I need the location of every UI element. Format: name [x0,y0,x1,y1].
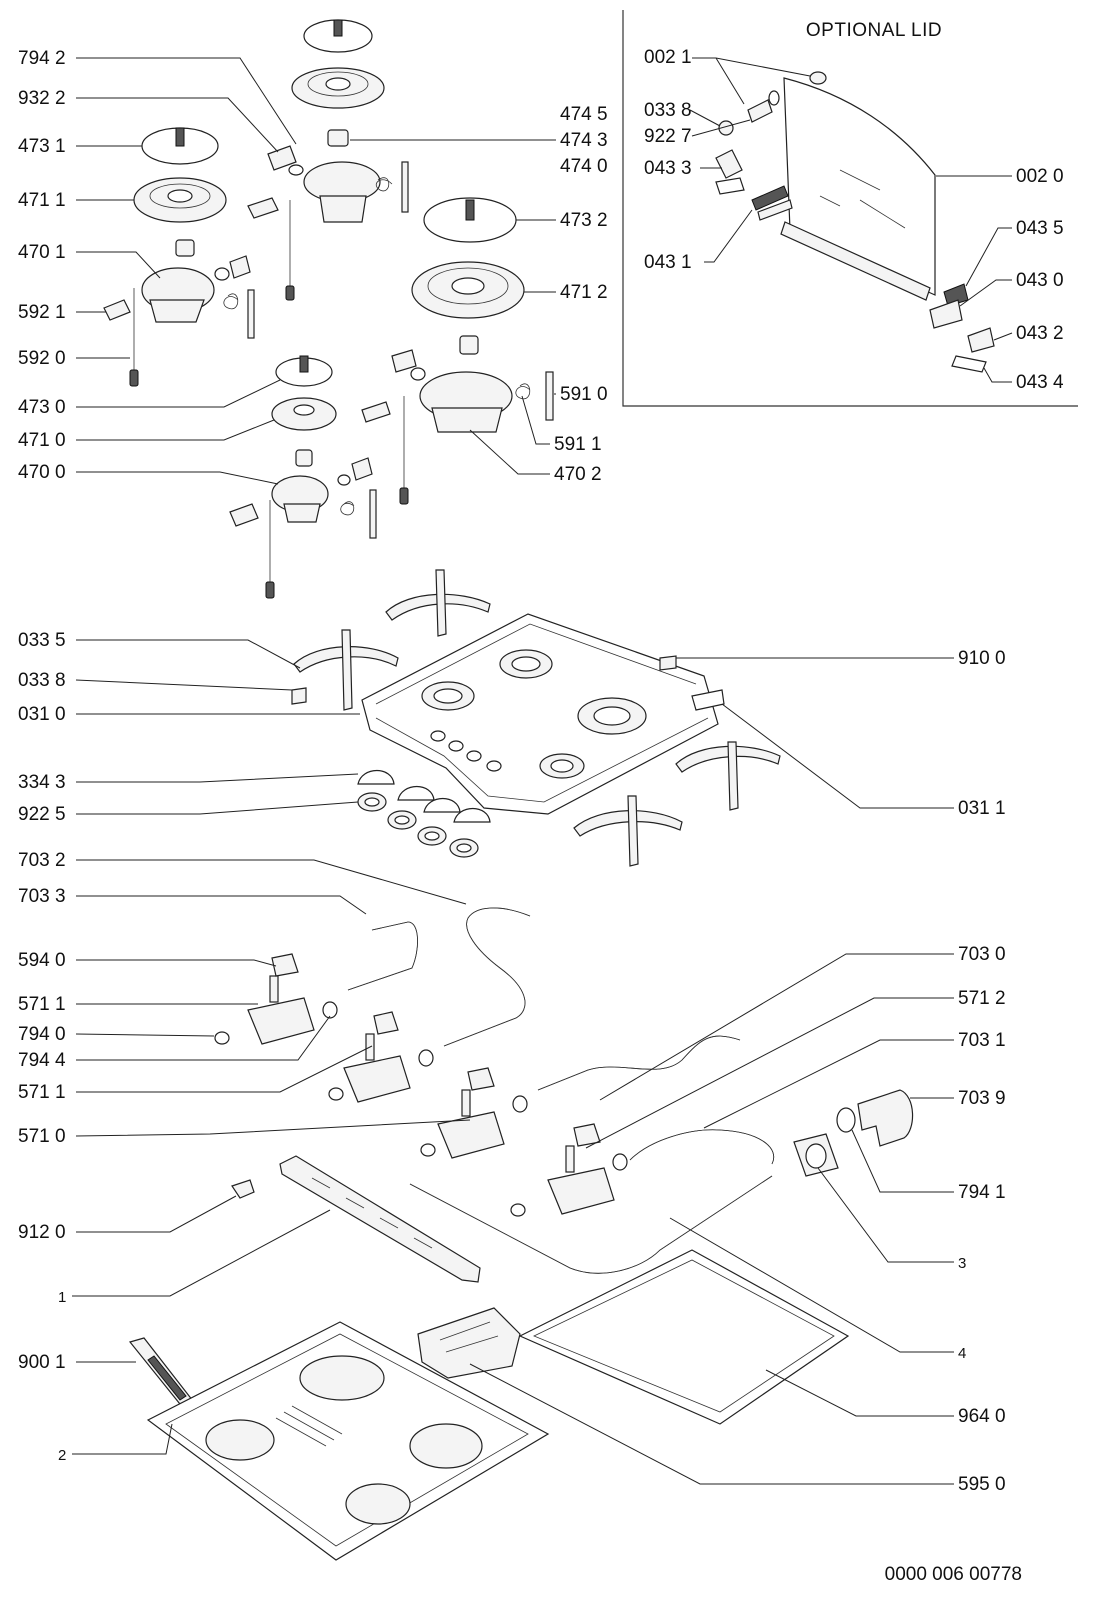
clip-932 [267,145,297,171]
label-474-3: 474 3 [560,130,608,151]
valve-571-0 [420,1067,528,1159]
label-964-0: 964 0 [958,1406,1006,1427]
ignition-rail-1 [279,1155,481,1283]
label-703-9: 703 9 [958,1088,1006,1109]
optional-lid-title: OPTIONAL LID [806,20,942,41]
label-2: 2 [58,1447,66,1464]
knobs-334-3 [357,770,491,823]
lid-hinge-spring [751,185,789,211]
ignition-module-595-0 [417,1307,521,1379]
label-471-0: 471 0 [18,430,66,451]
label-922-7: 922 7 [644,126,692,147]
label-794-2: 794 2 [18,48,66,69]
ignition-cable-592-0 [129,369,139,387]
lid-hinge-rod [780,221,931,301]
screw-912-0 [231,1179,255,1199]
label-471-2: 471 2 [560,282,608,303]
lid-screw [718,120,734,136]
burner-assemblies: 794 2 932 2 473 1 471 1 470 1 592 1 592 … [18,19,608,599]
label-043-3: 043 3 [644,158,692,179]
label-031-1: 031 1 [958,798,1006,819]
ignition-electrode-592-1 [103,299,131,321]
thermocouple-591-0 [545,371,554,421]
label-473-1: 473 1 [18,136,66,157]
washer-794-1 [836,1107,856,1133]
valve-571-2 [510,1123,628,1217]
label-571-0: 571 0 [18,1126,66,1147]
label-922-5: 922 5 [18,804,66,825]
gasket-964-0 [518,1249,850,1425]
label-002-1: 002 1 [644,47,692,68]
thermocouple-top [401,161,409,213]
label-470-2: 470 2 [554,464,602,485]
label-900-1: 900 1 [18,1352,66,1373]
label-033-5: 033 5 [18,630,66,651]
elbow-703-9 [857,1089,914,1147]
label-595-0: 595 0 [958,1474,1006,1495]
lid-hinge-left [715,149,743,179]
gas-valve-section: 703 2 703 3 594 0 571 1 794 0 794 4 571 … [18,850,1006,1274]
lid-bush-right [929,299,963,329]
seals-922-5 [357,792,479,858]
label-703-2: 703 2 [18,850,66,871]
label-592-0: 592 0 [18,348,66,369]
valve-571-1-a [214,953,338,1045]
lid-buffer [747,99,773,123]
label-703-0: 703 0 [958,944,1006,965]
label-471-1: 471 1 [18,190,66,211]
label-592-1: 592 1 [18,302,66,323]
optional-lid-inset: OPTIONAL LID 002 1 033 8 922 7 [622,10,1078,407]
label-033-8-lid: 033 8 [644,100,692,121]
label-470-1: 470 1 [18,242,66,263]
label-002-0: 002 0 [1016,166,1064,187]
hob-top-section: 033 5 033 8 031 0 334 3 922 5 910 0 031 … [18,569,1006,867]
label-932-2: 932 2 [18,88,66,109]
label-4: 4 [958,1345,966,1362]
feet-033-8 [291,687,307,705]
part-031-1 [691,689,725,711]
label-794-4: 794 4 [18,1050,66,1071]
injector-474 [327,129,349,147]
lid-hinge-right [967,327,995,353]
label-033-8: 033 8 [18,670,66,691]
screw-910-0 [659,655,677,671]
lid-washer [768,90,780,106]
hob-worktop [361,613,719,815]
label-3: 3 [958,1255,966,1272]
label-703-1: 703 1 [958,1030,1006,1051]
label-591-1: 591 1 [554,434,602,455]
document-number: 0000 006 00778 [885,1564,1022,1585]
label-043-4: 043 4 [1016,372,1064,393]
label-043-5: 043 5 [1016,218,1064,239]
valve-571-1-b [328,1011,434,1103]
label-334-3: 334 3 [18,772,66,793]
label-591-0: 591 0 [560,384,608,405]
label-794-0: 794 0 [18,1024,66,1045]
label-473-2: 473 2 [560,210,608,231]
label-794-1: 794 1 [958,1182,1006,1203]
label-474-5: 474 5 [560,104,608,125]
lid-plate-right [951,355,987,373]
pan-supports [293,569,781,867]
base-section: 912 0 1 900 1 2 4 964 0 595 0 [18,1155,1006,1561]
label-912-0: 912 0 [18,1222,66,1243]
label-571-1-b: 571 1 [18,1082,66,1103]
lid-stop-part [809,71,827,85]
label-470-0: 470 0 [18,462,66,483]
label-910-0: 910 0 [958,648,1006,669]
label-043-0: 043 0 [1016,270,1064,291]
label-703-3: 703 3 [18,886,66,907]
label-031-0: 031 0 [18,704,66,725]
label-043-1: 043 1 [644,252,692,273]
label-474-0: 474 0 [560,156,608,177]
label-043-2: 043 2 [1016,323,1064,344]
label-594-0: 594 0 [18,950,66,971]
label-571-1-a: 571 1 [18,994,66,1015]
label-1: 1 [58,1289,66,1306]
label-571-2: 571 2 [958,988,1006,1009]
label-473-0: 473 0 [18,397,66,418]
